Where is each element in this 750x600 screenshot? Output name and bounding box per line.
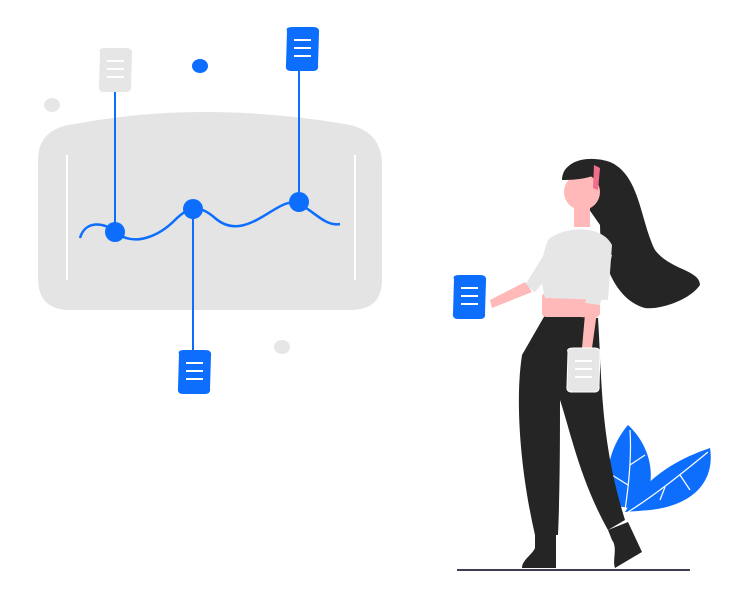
chart-panel [38,70,382,352]
gray-blob [44,98,60,112]
document-held-blue [452,275,487,319]
woman-figure [452,158,700,568]
data-point [183,199,203,219]
left-shoe [522,535,556,568]
document-icon-blue [285,27,320,71]
data-point [289,192,309,212]
head [564,174,600,210]
panel-background [38,112,382,310]
gray-blob [274,340,290,354]
plant [607,425,711,513]
document-icon-gray [98,48,133,92]
blue-blob [192,59,208,73]
document-icon-blue [177,350,212,394]
headband [593,165,600,190]
data-point [105,222,125,242]
document-held-gray [566,347,601,393]
right-shoe [608,522,642,568]
